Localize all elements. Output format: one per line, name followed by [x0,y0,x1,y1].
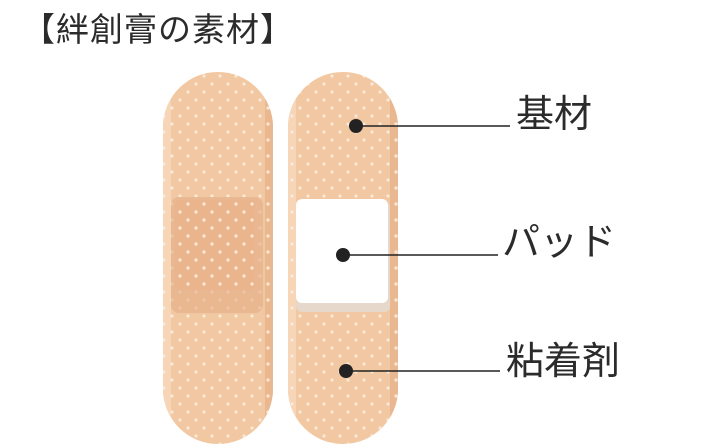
marker-adhesive [339,364,353,378]
leader-base [349,119,510,133]
diagram-title: 【絆創膏の素材】 [22,10,294,49]
label-adhesive: 粘着剤 [506,339,621,383]
leader-pad [336,248,498,262]
label-pad: パッド [502,220,617,264]
marker-base [349,119,363,133]
leader-adhesive [339,364,500,378]
marker-pad [336,248,350,262]
label-base: 基材 [516,92,593,136]
bandage-back [163,72,273,444]
